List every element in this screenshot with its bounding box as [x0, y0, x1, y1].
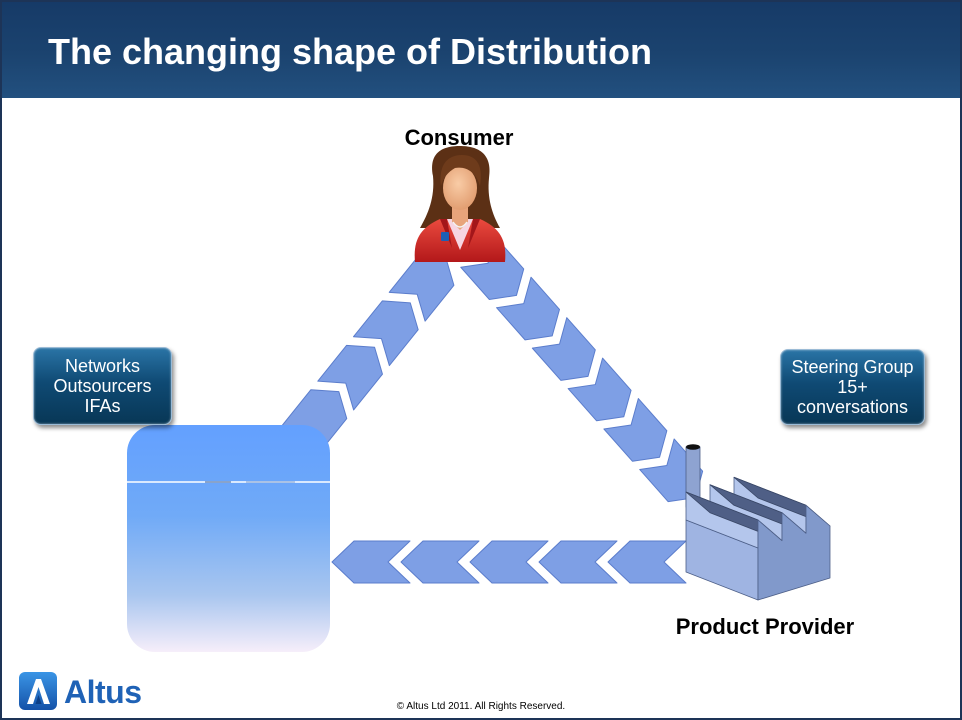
consumer-avatar-icon: [414, 146, 506, 262]
avatar-face: [443, 166, 477, 210]
callout-line: Steering Group: [791, 357, 914, 377]
chevron-path-right: [460, 236, 704, 503]
avatar-lapel: [468, 219, 480, 248]
callout-line: conversations: [796, 397, 909, 417]
copyright-footer: © Altus Ltd 2011. All Rights Reserved.: [396, 701, 566, 712]
arrow-chevron: [331, 540, 411, 584]
avatar-hair-fringe: [440, 155, 481, 186]
callout-line: IFAs: [84, 396, 121, 416]
avatar-necklace: [452, 221, 468, 228]
chevron-path-bottom: [331, 540, 687, 584]
arrow-chevron: [567, 357, 632, 422]
arrow-chevron: [317, 344, 383, 411]
arrow-chevron: [496, 276, 561, 341]
callout-line: Outsourcers: [53, 376, 152, 396]
logo-a-mark: [27, 679, 50, 704]
intermediaries-callout: Networks Outsourcers IFAs: [33, 347, 172, 425]
arrow-chevron: [538, 540, 618, 584]
altus-logo-text: Altus: [64, 674, 142, 710]
altus-logo-icon: [19, 672, 57, 710]
callout-line: 15+: [837, 377, 868, 397]
consumer-label: Consumer: [404, 125, 514, 150]
callout-line: Networks: [64, 356, 140, 376]
factory-icon: [685, 444, 831, 601]
title-bar: The changing shape of Distribution: [0, 0, 962, 98]
arrow-chevron: [531, 317, 596, 381]
rounded-box-shape: [127, 425, 330, 652]
arrow-chevron: [607, 540, 687, 584]
arrow-chevron: [460, 236, 525, 300]
avatar-badge: [441, 232, 449, 241]
product-provider-label: Product Provider: [675, 614, 855, 639]
factory-side-wall: [757, 504, 831, 601]
slide-title: The changing shape of Distribution: [48, 31, 653, 72]
rounded-box-fill: [127, 425, 330, 652]
steering-group-callout: Steering Group 15+ conversations: [780, 349, 925, 425]
arrow-chevron: [400, 540, 480, 584]
logo-a-notch: [35, 695, 42, 704]
arrow-chevron: [469, 540, 549, 584]
chimney-top: [686, 444, 700, 450]
chevron-path-left: [281, 255, 455, 455]
avatar-neck: [452, 203, 468, 230]
arrow-chevron: [603, 398, 668, 462]
arrow-chevron: [353, 300, 419, 367]
avatar-shirt: [447, 219, 473, 250]
